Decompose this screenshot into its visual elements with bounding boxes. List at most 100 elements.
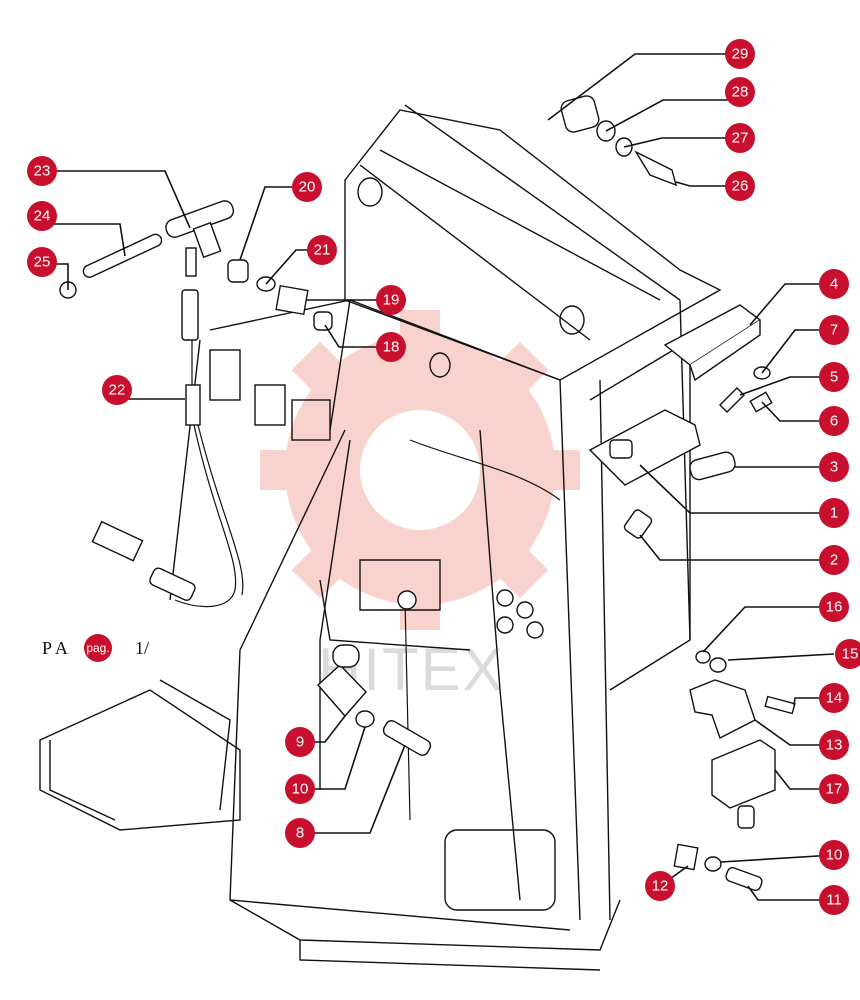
- callout-7[interactable]: 7: [819, 315, 849, 345]
- callout-3[interactable]: 3: [819, 452, 849, 482]
- callout-label: 15: [842, 646, 859, 663]
- callout-marker[interactable]: [376, 285, 406, 315]
- callout-marker[interactable]: [819, 885, 849, 915]
- callout-21[interactable]: 21: [307, 235, 337, 265]
- callout-15[interactable]: 15: [835, 639, 860, 669]
- page-ref-suffix: 1/: [135, 638, 149, 658]
- callout-23[interactable]: 23: [27, 156, 57, 186]
- callout-1[interactable]: 1: [819, 498, 849, 528]
- callout-9[interactable]: 9: [285, 727, 315, 757]
- callout-marker[interactable]: [725, 39, 755, 69]
- callout-20[interactable]: 20: [292, 172, 322, 202]
- leader-lines: [42, 53, 835, 901]
- callout-markers: 1234567891010111213141516171819202122232…: [27, 39, 860, 915]
- callout-label: 10: [292, 781, 309, 798]
- callout-marker[interactable]: [819, 730, 849, 760]
- callout-label: 17: [826, 781, 843, 798]
- callout-label: 29: [732, 46, 749, 63]
- callout-label: 13: [826, 737, 843, 754]
- callout-label: 10: [826, 847, 843, 864]
- callout-label: 19: [383, 292, 400, 309]
- callout-label: 1: [830, 505, 838, 522]
- callout-27[interactable]: 27: [725, 123, 755, 153]
- callout-12[interactable]: 12: [645, 871, 675, 901]
- callout-label: 24: [34, 208, 51, 225]
- callout-marker[interactable]: [725, 123, 755, 153]
- callout-marker[interactable]: [725, 171, 755, 201]
- callout-label: 5: [830, 369, 838, 386]
- callout-14[interactable]: 14: [819, 683, 849, 713]
- callout-5[interactable]: 5: [819, 362, 849, 392]
- callout-marker[interactable]: [819, 362, 849, 392]
- callout-label: 9: [296, 734, 304, 751]
- callout-label: 28: [732, 84, 749, 101]
- callout-marker[interactable]: [819, 452, 849, 482]
- callout-marker[interactable]: [819, 840, 849, 870]
- callout-16[interactable]: 16: [819, 592, 849, 622]
- callout-label: 25: [34, 254, 51, 271]
- callout-11[interactable]: 11: [819, 885, 849, 915]
- callout-marker[interactable]: [285, 818, 315, 848]
- page-reference[interactable]: P A pag. 1/: [42, 634, 149, 662]
- callout-28[interactable]: 28: [725, 77, 755, 107]
- callout-label: 7: [830, 322, 838, 339]
- callout-marker[interactable]: [819, 545, 849, 575]
- callout-marker[interactable]: [27, 201, 57, 231]
- callout-label: 26: [732, 178, 749, 195]
- watermark-gear-logo: [260, 310, 580, 630]
- callout-marker[interactable]: [376, 332, 406, 362]
- callout-17[interactable]: 17: [819, 774, 849, 804]
- callout-22[interactable]: 22: [102, 375, 132, 405]
- parts-drawing: [59, 95, 796, 892]
- callout-8[interactable]: 8: [285, 818, 315, 848]
- callout-26[interactable]: 26: [725, 171, 755, 201]
- callout-13[interactable]: 13: [819, 730, 849, 760]
- callout-label: 11: [826, 892, 842, 909]
- callout-marker[interactable]: [285, 727, 315, 757]
- page-ref-prefix: P A: [42, 638, 68, 658]
- callout-2[interactable]: 2: [819, 545, 849, 575]
- callout-25[interactable]: 25: [27, 247, 57, 277]
- callout-24[interactable]: 24: [27, 201, 57, 231]
- callout-marker[interactable]: [819, 315, 849, 345]
- callout-marker[interactable]: [102, 375, 132, 405]
- callout-label: 14: [826, 690, 843, 707]
- callout-label: 20: [299, 179, 316, 196]
- callout-label: 16: [826, 599, 843, 616]
- callout-label: 21: [314, 242, 331, 259]
- callout-marker[interactable]: [27, 156, 57, 186]
- callout-19[interactable]: 19: [376, 285, 406, 315]
- callout-label: 12: [652, 878, 669, 895]
- callout-marker[interactable]: [819, 498, 849, 528]
- callout-label: 22: [109, 382, 126, 399]
- callout-marker[interactable]: [819, 592, 849, 622]
- callout-label: 6: [830, 413, 838, 430]
- callout-label: 8: [296, 825, 304, 842]
- callout-18[interactable]: 18: [376, 332, 406, 362]
- callout-4[interactable]: 4: [819, 269, 849, 299]
- callout-marker[interactable]: [27, 247, 57, 277]
- callout-marker[interactable]: [285, 774, 315, 804]
- callout-marker[interactable]: [292, 172, 322, 202]
- callout-label: 18: [383, 339, 400, 356]
- callout-marker[interactable]: [819, 683, 849, 713]
- callout-label: 2: [830, 552, 838, 569]
- callout-marker[interactable]: [307, 235, 337, 265]
- callout-marker[interactable]: [725, 77, 755, 107]
- callout-label: 23: [34, 163, 51, 180]
- page-ref-badge-label: pag.: [86, 641, 109, 655]
- callout-29[interactable]: 29: [725, 39, 755, 69]
- callout-marker[interactable]: [819, 269, 849, 299]
- callout-marker[interactable]: [645, 871, 675, 901]
- callout-marker[interactable]: [819, 774, 849, 804]
- callout-marker[interactable]: [835, 639, 860, 669]
- callout-label: 27: [732, 130, 749, 147]
- callout-marker[interactable]: [819, 406, 849, 436]
- callout-6[interactable]: 6: [819, 406, 849, 436]
- page-ref-badge[interactable]: [84, 634, 112, 662]
- callout-label: 3: [830, 459, 838, 476]
- callout-10a[interactable]: 10: [285, 774, 315, 804]
- callout-10b[interactable]: 10: [819, 840, 849, 870]
- callout-label: 4: [830, 276, 838, 293]
